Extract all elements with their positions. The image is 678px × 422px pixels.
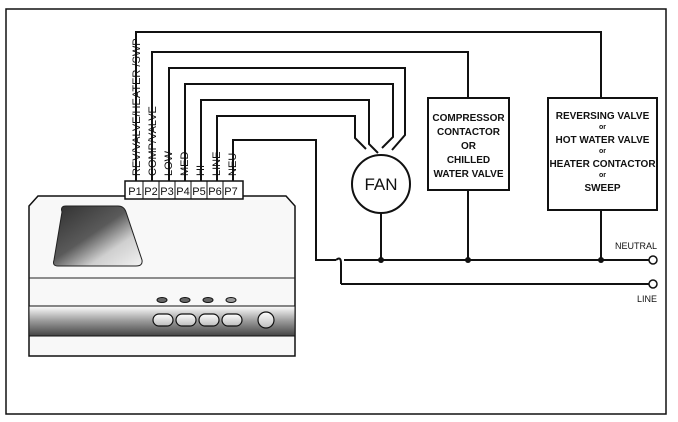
wire-hi (200, 99, 379, 181)
terminal-p6: P6 (208, 186, 221, 198)
wire-label-2: LOW (163, 150, 175, 176)
wire-label-4: HI (195, 165, 207, 176)
indicator-led (202, 297, 214, 303)
reversing-box (547, 97, 658, 211)
compressor-text-line: OR (461, 141, 477, 152)
compressor-text-line: CONTACTOR (437, 127, 501, 138)
wire-label-1: COMP/VALVE (147, 106, 159, 176)
terminal-p3: P3 (160, 186, 173, 198)
neutral-label: NEUTRAL (615, 241, 657, 251)
reversing-text-line: or (599, 172, 606, 179)
line-terminal (648, 279, 658, 289)
line-label: LINE (637, 294, 657, 304)
indicator-leds (156, 297, 237, 303)
compressor-text-line: CHILLED (447, 155, 490, 166)
reversing-text-line: HEATER CONTACTOR (549, 159, 656, 170)
reversing-text-line: HOT WATER VALVE (556, 135, 650, 146)
device-button (221, 313, 243, 327)
wire-comp-valve (151, 51, 469, 181)
compressor-box (427, 97, 510, 191)
device-buttons (152, 311, 275, 329)
reversing-text-line: or (599, 124, 606, 131)
terminal-p2: P2 (144, 186, 157, 198)
wire-line (216, 115, 367, 181)
wire-rev-valve (135, 31, 602, 181)
compressor-text-line: WATER VALVE (434, 169, 504, 180)
terminal-p4: P4 (176, 186, 189, 198)
indicator-led (225, 297, 237, 303)
fan-circle (351, 154, 411, 214)
wire-med (184, 83, 394, 181)
terminal-p5: P5 (192, 186, 205, 198)
wire-label-3: MED (179, 152, 191, 177)
device-round-button (257, 311, 275, 329)
reversing-text-line: or (599, 148, 606, 155)
device-button (175, 313, 197, 327)
neutral-terminal (648, 255, 658, 265)
reversing-text-line: SWEEP (584, 183, 620, 194)
device-button (198, 313, 220, 327)
reversing-text-line: REVERSING VALVE (556, 111, 650, 122)
wire-crossover (335, 257, 342, 284)
device-button (152, 313, 174, 327)
supply-lines (341, 190, 658, 289)
compressor-contactor-box: COMPRESSOR CONTACTOR OR CHILLED WATER VALVE (427, 97, 510, 191)
fan: FAN (351, 154, 411, 214)
indicator-led (156, 297, 168, 303)
wire-low (168, 67, 406, 181)
thermostat-device (28, 195, 296, 357)
terminal-p1: P1 (128, 186, 141, 198)
indicator-led (179, 297, 191, 303)
wire-neu (232, 139, 336, 261)
device-display (53, 205, 143, 267)
wire-label-6: NEU (227, 153, 239, 176)
wire-labels: REV/VALVE/HEATER /SWP COMP/VALVE LOW MED HI L… (131, 38, 239, 176)
wires (135, 31, 602, 284)
wire-label-0: REV/VALVE/HEATER /SWP (131, 38, 143, 176)
fan-label: FAN (364, 175, 397, 194)
wire-label-5: LINE (211, 152, 223, 176)
terminal-p7: P7 (224, 186, 237, 198)
compressor-text-line: COMPRESSOR (432, 113, 505, 124)
